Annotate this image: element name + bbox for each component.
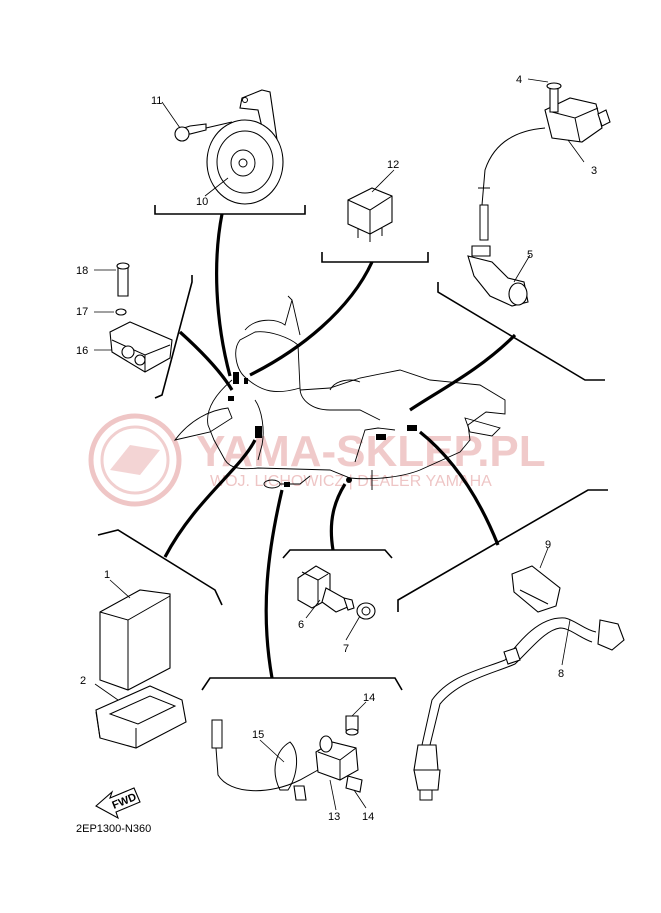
callout-lines (163, 213, 517, 679)
part-label-3: 3 (591, 165, 597, 177)
relay (347, 187, 393, 242)
part-label-9: 9 (545, 539, 551, 551)
o2-sensor-bracket (511, 565, 561, 613)
diagram-code: 2EP1300-N360 (76, 823, 151, 835)
part-label-5: 5 (527, 249, 533, 261)
ecu-cover (95, 685, 187, 749)
fwd-arrow: FWD (95, 787, 141, 820)
part-label-18: 18 (76, 265, 88, 277)
throttle-sensor (211, 715, 363, 801)
watermark-logo (88, 413, 182, 507)
part-label-14-bottom: 14 (362, 811, 374, 823)
part-label-12: 12 (387, 159, 399, 171)
ecu (99, 589, 171, 691)
part-label-11: 11 (151, 95, 162, 107)
horn-assembly (174, 89, 284, 205)
part-label-10: 10 (196, 196, 208, 208)
part-label-7: 7 (343, 643, 349, 655)
connector-markers (228, 372, 417, 487)
ignition-coil (478, 82, 611, 241)
sensor-unit (109, 262, 173, 373)
horn-body (206, 119, 284, 205)
part-label-13: 13 (328, 811, 340, 823)
scooter-outline (173, 295, 506, 490)
washer-7 (356, 602, 376, 620)
part-label-16: 16 (76, 345, 88, 357)
coil-screw (549, 87, 559, 113)
bolt-18 (117, 267, 129, 297)
part-label-8: 8 (558, 668, 564, 680)
watermark: YAMA-SKLEP.PL WOJ. LICHOWICZ | DEALER YA… (88, 413, 546, 507)
bracket-frames (97, 205, 608, 691)
part-label-15: 15 (252, 729, 264, 741)
part-labels: 1 2 3 4 5 6 7 8 9 10 11 12 13 14 14 15 1… (76, 74, 597, 823)
part-label-6: 6 (298, 619, 304, 631)
spark-plug-cap (467, 245, 529, 307)
part-label-1: 1 (104, 569, 110, 581)
speed-sensor (297, 565, 355, 613)
part-label-2: 2 (80, 675, 86, 687)
part-label-4: 4 (516, 74, 522, 86)
leader-lines (94, 78, 585, 811)
part-label-14-top: 14 (363, 692, 375, 704)
washer-17 (115, 308, 127, 316)
part-label-17: 17 (76, 306, 88, 318)
o2-sensor (413, 617, 625, 801)
